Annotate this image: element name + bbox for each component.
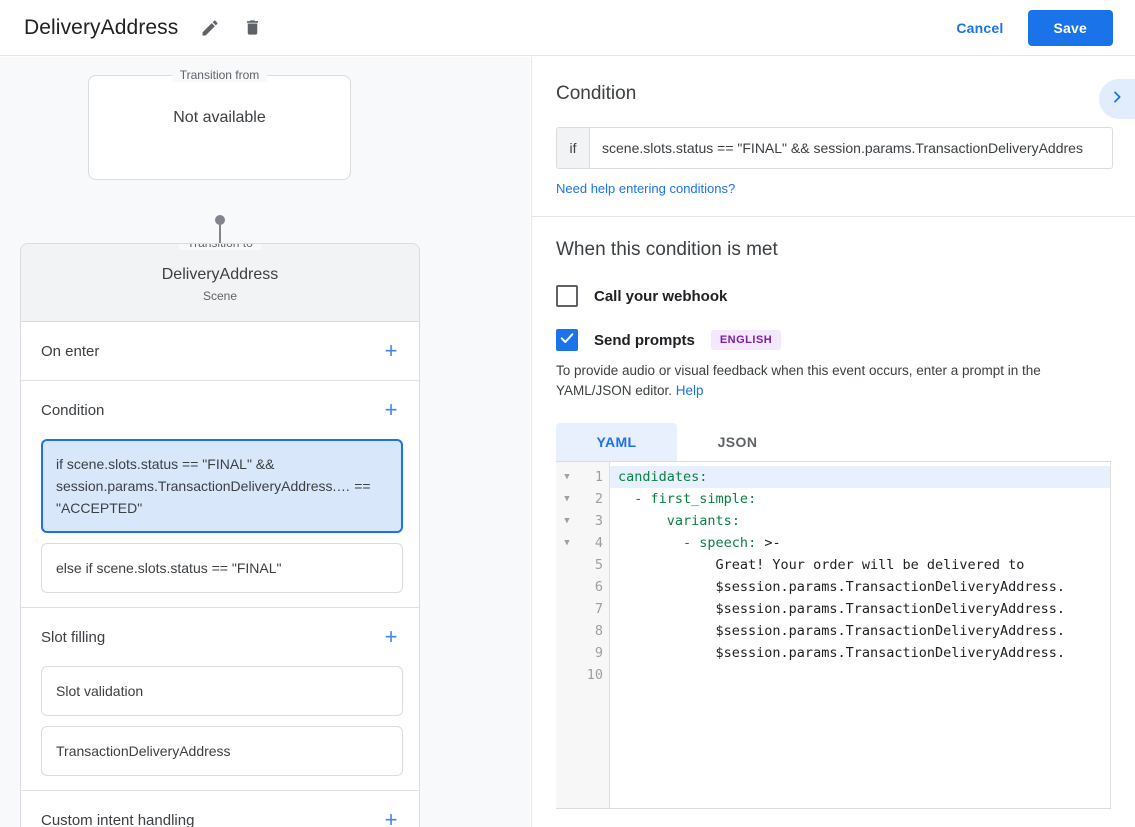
fold-toggle-icon[interactable] — [556, 576, 578, 598]
when-condition-met-section: When this condition is met Call your web… — [532, 217, 1135, 809]
pencil-icon — [200, 18, 220, 38]
condition-chip[interactable]: else if scene.slots.status == "FINAL" — [41, 543, 403, 593]
top-app-bar: DeliveryAddress Cancel Save — [0, 0, 1135, 56]
condition-input[interactable] — [590, 128, 1112, 168]
code-line: - first_simple: — [634, 491, 757, 507]
transition-from-card[interactable]: Transition from Not available — [88, 68, 351, 180]
slot-chip-transaction-delivery-address[interactable]: TransactionDeliveryAddress — [41, 726, 403, 776]
section-body-slot-filling: Slot validation TransactionDeliveryAddre… — [21, 666, 419, 790]
fold-toggle-icon[interactable] — [556, 664, 578, 686]
add-slot-filling-button[interactable]: + — [384, 624, 398, 649]
fold-toggle-icon[interactable] — [556, 598, 578, 620]
line-number: 2 — [594, 491, 603, 507]
code-line: $session.params.TransactionDeliveryAddre… — [618, 623, 1066, 639]
section-header-custom-intent-handling[interactable]: Custom intent handling + — [21, 791, 419, 827]
condition-if-label: if — [557, 128, 590, 168]
scene-graph-panel: Transition from Not available Transition… — [0, 57, 530, 827]
add-condition-button[interactable]: + — [384, 397, 398, 422]
code-line: $session.params.TransactionDeliveryAddre… — [618, 601, 1066, 617]
save-button[interactable]: Save — [1027, 9, 1113, 46]
section-title-condition: Condition — [41, 401, 105, 419]
fold-toggle-icon[interactable] — [556, 620, 578, 642]
condition-input-row: if — [556, 127, 1113, 169]
code-line: - speech: >- — [683, 535, 781, 551]
delete-button[interactable] — [234, 10, 270, 46]
webhook-checkbox[interactable] — [556, 285, 578, 307]
tab-yaml[interactable]: YAML — [556, 423, 677, 461]
send-prompts-row[interactable]: Send prompts ENGLISH — [556, 329, 1111, 351]
section-title-custom-intent-handling: Custom intent handling — [41, 811, 195, 827]
condition-chip-selected[interactable]: if scene.slots.status == "FINAL" && sess… — [41, 439, 403, 533]
transition-to-card: Transition to DeliveryAddress Scene On e… — [20, 243, 420, 827]
code-line: $session.params.TransactionDeliveryAddre… — [618, 645, 1066, 661]
check-icon — [559, 330, 575, 351]
section-header-condition[interactable]: Condition + — [21, 381, 419, 439]
code-line: $session.params.TransactionDeliveryAddre… — [618, 579, 1066, 595]
line-number: 4 — [594, 535, 603, 551]
fold-gutter: ▼ ▼ ▼ ▼ — [556, 462, 578, 808]
transition-to-legend: Transition to — [179, 244, 261, 250]
language-badge: ENGLISH — [710, 330, 782, 350]
section-slot-filling: Slot filling + Slot validation Transacti… — [21, 608, 419, 791]
condition-help-link[interactable]: Need help entering conditions? — [556, 181, 736, 196]
line-number: 1 — [594, 469, 603, 485]
edit-button[interactable] — [192, 10, 228, 46]
line-number: 9 — [594, 645, 603, 661]
expand-panel-button[interactable] — [1099, 79, 1135, 119]
trash-icon — [243, 18, 262, 37]
section-title-slot-filling: Slot filling — [41, 628, 106, 646]
editor-format-tabs: YAML JSON — [556, 423, 1111, 461]
line-number-gutter: 1 2 3 4 5 6 7 8 9 10 — [578, 462, 610, 808]
fold-toggle-icon[interactable] — [556, 554, 578, 576]
code-area[interactable]: candidates: - first_simple: variants: - … — [610, 462, 1111, 808]
prompt-description-text: To provide audio or visual feedback when… — [556, 363, 1041, 398]
chevron-right-icon — [1109, 89, 1125, 110]
cancel-button[interactable]: Cancel — [942, 11, 1017, 45]
section-body-condition: if scene.slots.status == "FINAL" && sess… — [21, 439, 419, 607]
fold-toggle-icon[interactable] — [556, 642, 578, 664]
webhook-label: Call your webhook — [594, 287, 728, 305]
send-prompts-checkbox[interactable] — [556, 329, 578, 351]
line-number: 8 — [594, 623, 603, 639]
section-header-slot-filling[interactable]: Slot filling + — [21, 608, 419, 666]
fold-toggle-icon[interactable]: ▼ — [564, 538, 570, 548]
yaml-code-editor[interactable]: ▼ ▼ ▼ ▼ 1 2 3 4 5 6 7 8 9 10 candidates: - first_sim… — [556, 461, 1111, 809]
fold-toggle-icon[interactable]: ▼ — [564, 494, 570, 504]
condition-heading: Condition — [556, 83, 637, 104]
condition-section: Condition if Need help entering conditio… — [532, 57, 1135, 217]
page-title: DeliveryAddress — [24, 15, 179, 39]
scene-name: DeliveryAddress — [161, 266, 279, 283]
webhook-row[interactable]: Call your webhook — [556, 285, 1111, 307]
section-custom-intent-handling: Custom intent handling + — [21, 791, 419, 827]
fold-toggle-icon[interactable]: ▼ — [564, 472, 570, 482]
add-custom-intent-button[interactable]: + — [384, 807, 398, 827]
section-title-on-enter: On enter — [41, 342, 100, 360]
fold-toggle-icon[interactable]: ▼ — [564, 516, 570, 526]
line-number: 5 — [594, 557, 603, 573]
line-number: 7 — [594, 601, 603, 617]
scene-type: Scene — [202, 289, 238, 303]
transition-from-legend: Transition from — [171, 68, 268, 82]
send-prompts-label: Send prompts — [594, 331, 695, 349]
code-line — [610, 664, 1110, 686]
line-number: 10 — [586, 667, 603, 683]
section-condition: Condition + if scene.slots.status == "FI… — [21, 381, 419, 608]
code-line: candidates: — [610, 466, 1110, 488]
tab-json[interactable]: JSON — [717, 434, 758, 450]
add-on-enter-button[interactable]: + — [384, 338, 398, 363]
code-line: variants: — [666, 513, 740, 529]
section-header-on-enter[interactable]: On enter + — [21, 322, 419, 380]
condition-details-panel: Condition if Need help entering conditio… — [531, 57, 1135, 827]
slot-validation-chip[interactable]: Slot validation — [41, 666, 403, 716]
transition-from-value: Not available — [173, 109, 266, 126]
when-met-heading: When this condition is met — [556, 239, 778, 260]
line-number: 6 — [594, 579, 603, 595]
section-on-enter: On enter + — [21, 322, 419, 381]
prompt-help-link[interactable]: Help — [675, 383, 704, 398]
code-line: Great! Your order will be delivered to — [618, 557, 1025, 573]
prompt-description: To provide audio or visual feedback when… — [556, 361, 1111, 401]
scene-header[interactable]: Transition to DeliveryAddress Scene — [21, 244, 419, 322]
line-number: 3 — [594, 513, 603, 529]
